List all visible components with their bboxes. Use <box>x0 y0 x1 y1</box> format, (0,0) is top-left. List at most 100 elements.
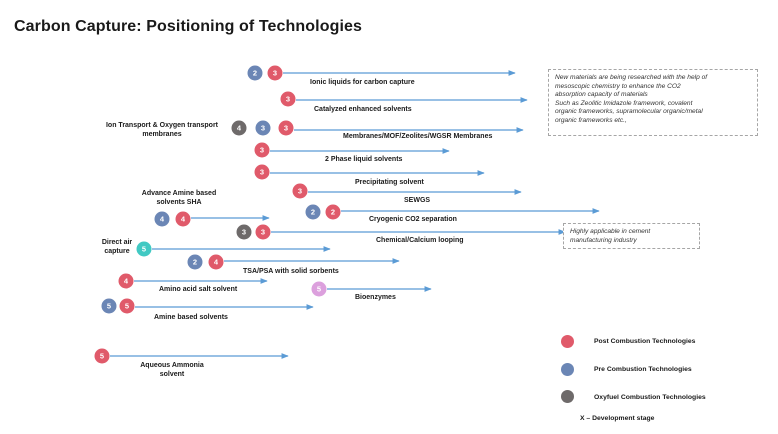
stage-badge-number: 5 <box>142 245 146 254</box>
stage-badge: 4 <box>175 211 191 227</box>
technology-label: Direct air capture <box>101 239 133 255</box>
note-line: organic frameworks, supramolecular organ… <box>555 108 703 116</box>
stage-badge-number: 5 <box>107 302 111 311</box>
stage-badge: 5 <box>311 281 327 297</box>
technology-label: Cryogenic CO2 separation <box>369 216 457 223</box>
stage-badge-number: 3 <box>242 228 246 237</box>
stage-badge-number: 3 <box>261 228 265 237</box>
stage-badge-number: 4 <box>181 215 186 224</box>
stage-badge-number: 3 <box>298 187 302 196</box>
technology-label: Chemical/Calcium looping <box>376 237 464 244</box>
stage-badge: 3 <box>254 164 270 180</box>
stage-badge-number: 5 <box>100 352 104 361</box>
stage-badge-circle <box>247 65 263 81</box>
stage-badge: 5 <box>94 348 110 364</box>
stage-badge: 3 <box>236 224 252 240</box>
technology-label: Amine based solvents <box>154 314 228 321</box>
stage-badge-circle <box>255 120 271 136</box>
stage-badge-circle <box>119 298 135 314</box>
note-line: mesoscopic chemistry to enhance the CO2 <box>555 82 681 90</box>
stage-badge: 3 <box>255 224 271 240</box>
page-title: Carbon Capture: Positioning of Technolog… <box>14 18 363 35</box>
technology-label: Amino acid salt solvent <box>159 286 238 293</box>
stage-badge: 3 <box>292 183 308 199</box>
stage-badge-number: 4 <box>124 277 129 286</box>
stage-badge-number: 2 <box>193 258 197 267</box>
stage-badge-number: 4 <box>237 124 242 133</box>
stage-badge: 2 <box>325 204 341 220</box>
stage-badge-circle <box>254 142 270 158</box>
stage-badge-circle <box>278 120 294 136</box>
stage-badge-number: 3 <box>260 168 264 177</box>
technology-label: Advance Amine based solvents SHA <box>141 190 217 206</box>
stage-badge-circle <box>118 273 134 289</box>
note-line: absorption capacity of materials <box>555 91 648 99</box>
legend-post-dot <box>561 335 574 348</box>
stage-badge-circle <box>267 65 283 81</box>
stage-badge: 4 <box>208 254 224 270</box>
stage-badge: 3 <box>254 142 270 158</box>
legend-pre-label: Pre Combustion Technologies <box>594 366 692 373</box>
note-line: organic frameworks etc., <box>555 116 627 124</box>
stage-badge-circle <box>254 164 270 180</box>
technology-label: Bioenzymes <box>355 294 396 301</box>
stage-badge: 5 <box>101 298 117 314</box>
stage-badge-circle <box>280 91 296 107</box>
technology-label: Catalyzed enhanced solvents <box>314 106 412 113</box>
stage-badge: 3 <box>255 120 271 136</box>
materials-note: New materials are being researched with … <box>548 69 758 136</box>
technology-label: Membranes/MOF/Zeolites/WGSR Membranes <box>343 133 493 140</box>
stage-badge: 2 <box>247 65 263 81</box>
technology-label: Ion Transport & Oxygen transport membran… <box>105 122 218 138</box>
note-line: manufacturing industry <box>570 236 637 244</box>
stage-badge-number: 5 <box>125 302 129 311</box>
stage-badge-circle <box>236 224 252 240</box>
stage-badge-number: 2 <box>311 208 315 217</box>
technology-label: Ionic liquids for carbon capture <box>310 79 415 86</box>
badge-layer: 2 3 3 3 3 3 3 2 2 3 3 2 4 5 4 5 5 5 4 3 4 4 5 <box>94 65 341 364</box>
technology-label: Precipitating solvent <box>355 179 424 186</box>
stage-badge-circle <box>136 241 152 257</box>
technology-label: TSA/PSA with solid sorbents <box>243 268 339 275</box>
stage-badge-circle <box>311 281 327 297</box>
stage-badge-number: 3 <box>273 69 277 78</box>
stage-badge-number: 3 <box>261 124 265 133</box>
stage-badge-circle <box>154 211 170 227</box>
stage-badge: 3 <box>278 120 294 136</box>
cement-note: Highly applicable in cement manufacturin… <box>563 223 700 249</box>
note-line: Such as Zeolitic Imidazole framework, co… <box>555 99 693 107</box>
stage-badge-circle <box>175 211 191 227</box>
stage-badge-circle <box>255 224 271 240</box>
stage-badge: 5 <box>136 241 152 257</box>
stage-badge-circle <box>94 348 110 364</box>
stage-badge-circle <box>208 254 224 270</box>
stage-badge-number: 2 <box>331 208 335 217</box>
legend-oxy-dot <box>561 390 574 403</box>
technology-label: SEWGS <box>404 197 431 204</box>
stage-badge-number: 4 <box>214 258 219 267</box>
stage-badge-circle <box>187 254 203 270</box>
stage-badge: 2 <box>305 204 321 220</box>
stage-badge: 4 <box>118 273 134 289</box>
note-line: New materials are being researched with … <box>555 74 708 81</box>
stage-badge-number: 3 <box>284 124 288 133</box>
legend-oxy-label: Oxyfuel Combustion Technologies <box>594 394 706 401</box>
stage-badge-circle <box>101 298 117 314</box>
stage-badge: 4 <box>154 211 170 227</box>
stage-badge-number: 5 <box>317 285 321 294</box>
stage-badge: 3 <box>280 91 296 107</box>
legend-post-label: Post Combustion Technologies <box>594 338 696 345</box>
stage-badge-circle <box>231 120 247 136</box>
technology-label: Aqueous Ammonia solvent <box>140 362 204 378</box>
stage-badge-number: 2 <box>253 69 257 78</box>
legend-pre-dot <box>561 363 574 376</box>
stage-badge: 3 <box>267 65 283 81</box>
arrow-layer <box>110 70 600 359</box>
stage-badge-circle <box>292 183 308 199</box>
legend-stage-note: X – Development stage <box>580 415 655 422</box>
stage-badge-circle <box>325 204 341 220</box>
stage-badge: 2 <box>187 254 203 270</box>
stage-badge-number: 3 <box>286 95 290 104</box>
stage-badge-circle <box>305 204 321 220</box>
